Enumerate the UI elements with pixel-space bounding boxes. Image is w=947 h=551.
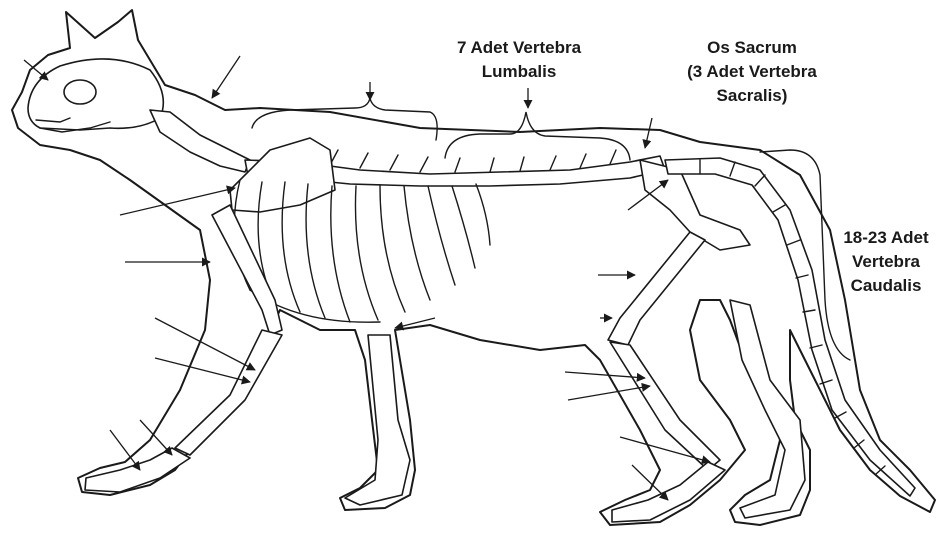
humerus xyxy=(212,205,282,335)
label-caudalis-line2: Vertebra xyxy=(830,250,942,274)
label-caudalis-line1: 18-23 Adet xyxy=(830,226,942,250)
label-lumbalis-line2: Lumbalis xyxy=(430,60,608,84)
label-lumbalis-line1: 7 Adet Vertebra xyxy=(430,36,608,60)
label-sacrum: Os Sacrum (3 Adet Vertebra Sacralis) xyxy=(662,36,842,108)
cervical-vertebrae xyxy=(150,110,250,172)
label-sacrum-line1: Os Sacrum xyxy=(662,36,842,60)
label-sacrum-line2: (3 Adet Vertebra xyxy=(662,60,842,84)
brace-lumbalis xyxy=(445,112,630,160)
radius-ulna xyxy=(175,330,282,455)
brace-thoracic xyxy=(252,98,437,140)
label-caudalis: 18-23 Adet Vertebra Caudalis xyxy=(830,226,942,298)
hind-paw xyxy=(612,462,725,522)
label-lumbalis: 7 Adet Vertebra Lumbalis xyxy=(430,36,608,84)
label-sacrum-line3: Sacralis) xyxy=(662,84,842,108)
label-caudalis-line3: Caudalis xyxy=(830,274,942,298)
orbit xyxy=(64,80,96,104)
